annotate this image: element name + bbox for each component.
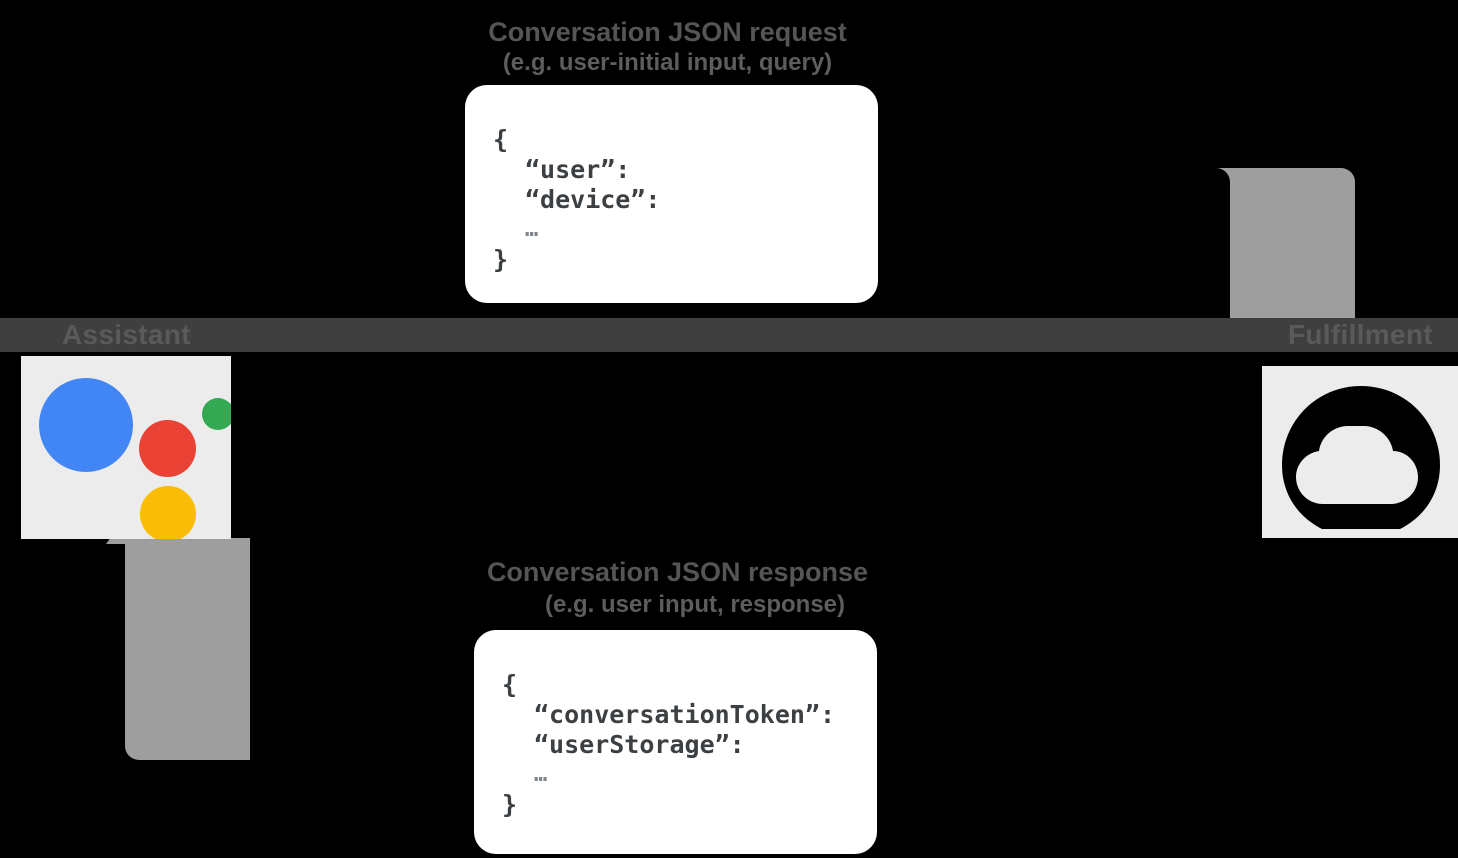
fulfillment-icon-tile[interactable]	[1262, 366, 1458, 538]
request-json-key-device: “device”:	[525, 185, 661, 214]
cloud-icon	[1282, 386, 1440, 529]
response-subtitle: (e.g. user input, response)	[544, 591, 846, 618]
google-assistant-icon-dot-green	[202, 398, 231, 430]
google-assistant-icon-dot-yellow	[140, 486, 196, 539]
request-json-ellipsis: …	[525, 217, 539, 242]
assistant-icon-tile[interactable]	[21, 356, 231, 539]
request-json-key-user: “user”:	[525, 155, 631, 184]
response-title: Conversation JSON response	[486, 557, 869, 587]
center-divider-strip	[0, 318, 1458, 352]
request-json-card: { “user”: “device”: … }	[465, 85, 878, 303]
response-json-key-userstorage: “userStorage”:	[534, 730, 745, 759]
request-json-close: }	[493, 245, 509, 274]
response-json-open: {	[502, 670, 518, 699]
request-subtitle: (e.g. user-initial input, query)	[502, 49, 833, 76]
assistant-endpoint-label: Assistant	[62, 319, 191, 350]
response-json-key-conversationtoken: “conversationToken”:	[534, 700, 836, 729]
request-json-open: {	[493, 125, 509, 154]
google-assistant-icon-dot-blue	[39, 378, 133, 472]
request-title: Conversation JSON request	[488, 17, 847, 47]
fulfillment-endpoint-label: Fulfillment	[1288, 319, 1433, 350]
response-json-close: }	[502, 790, 518, 819]
response-json-ellipsis: …	[534, 762, 548, 787]
response-json-card: { “conversationToken”: “userStorage”: … …	[474, 630, 877, 854]
google-assistant-icon-dot-red	[139, 420, 196, 477]
